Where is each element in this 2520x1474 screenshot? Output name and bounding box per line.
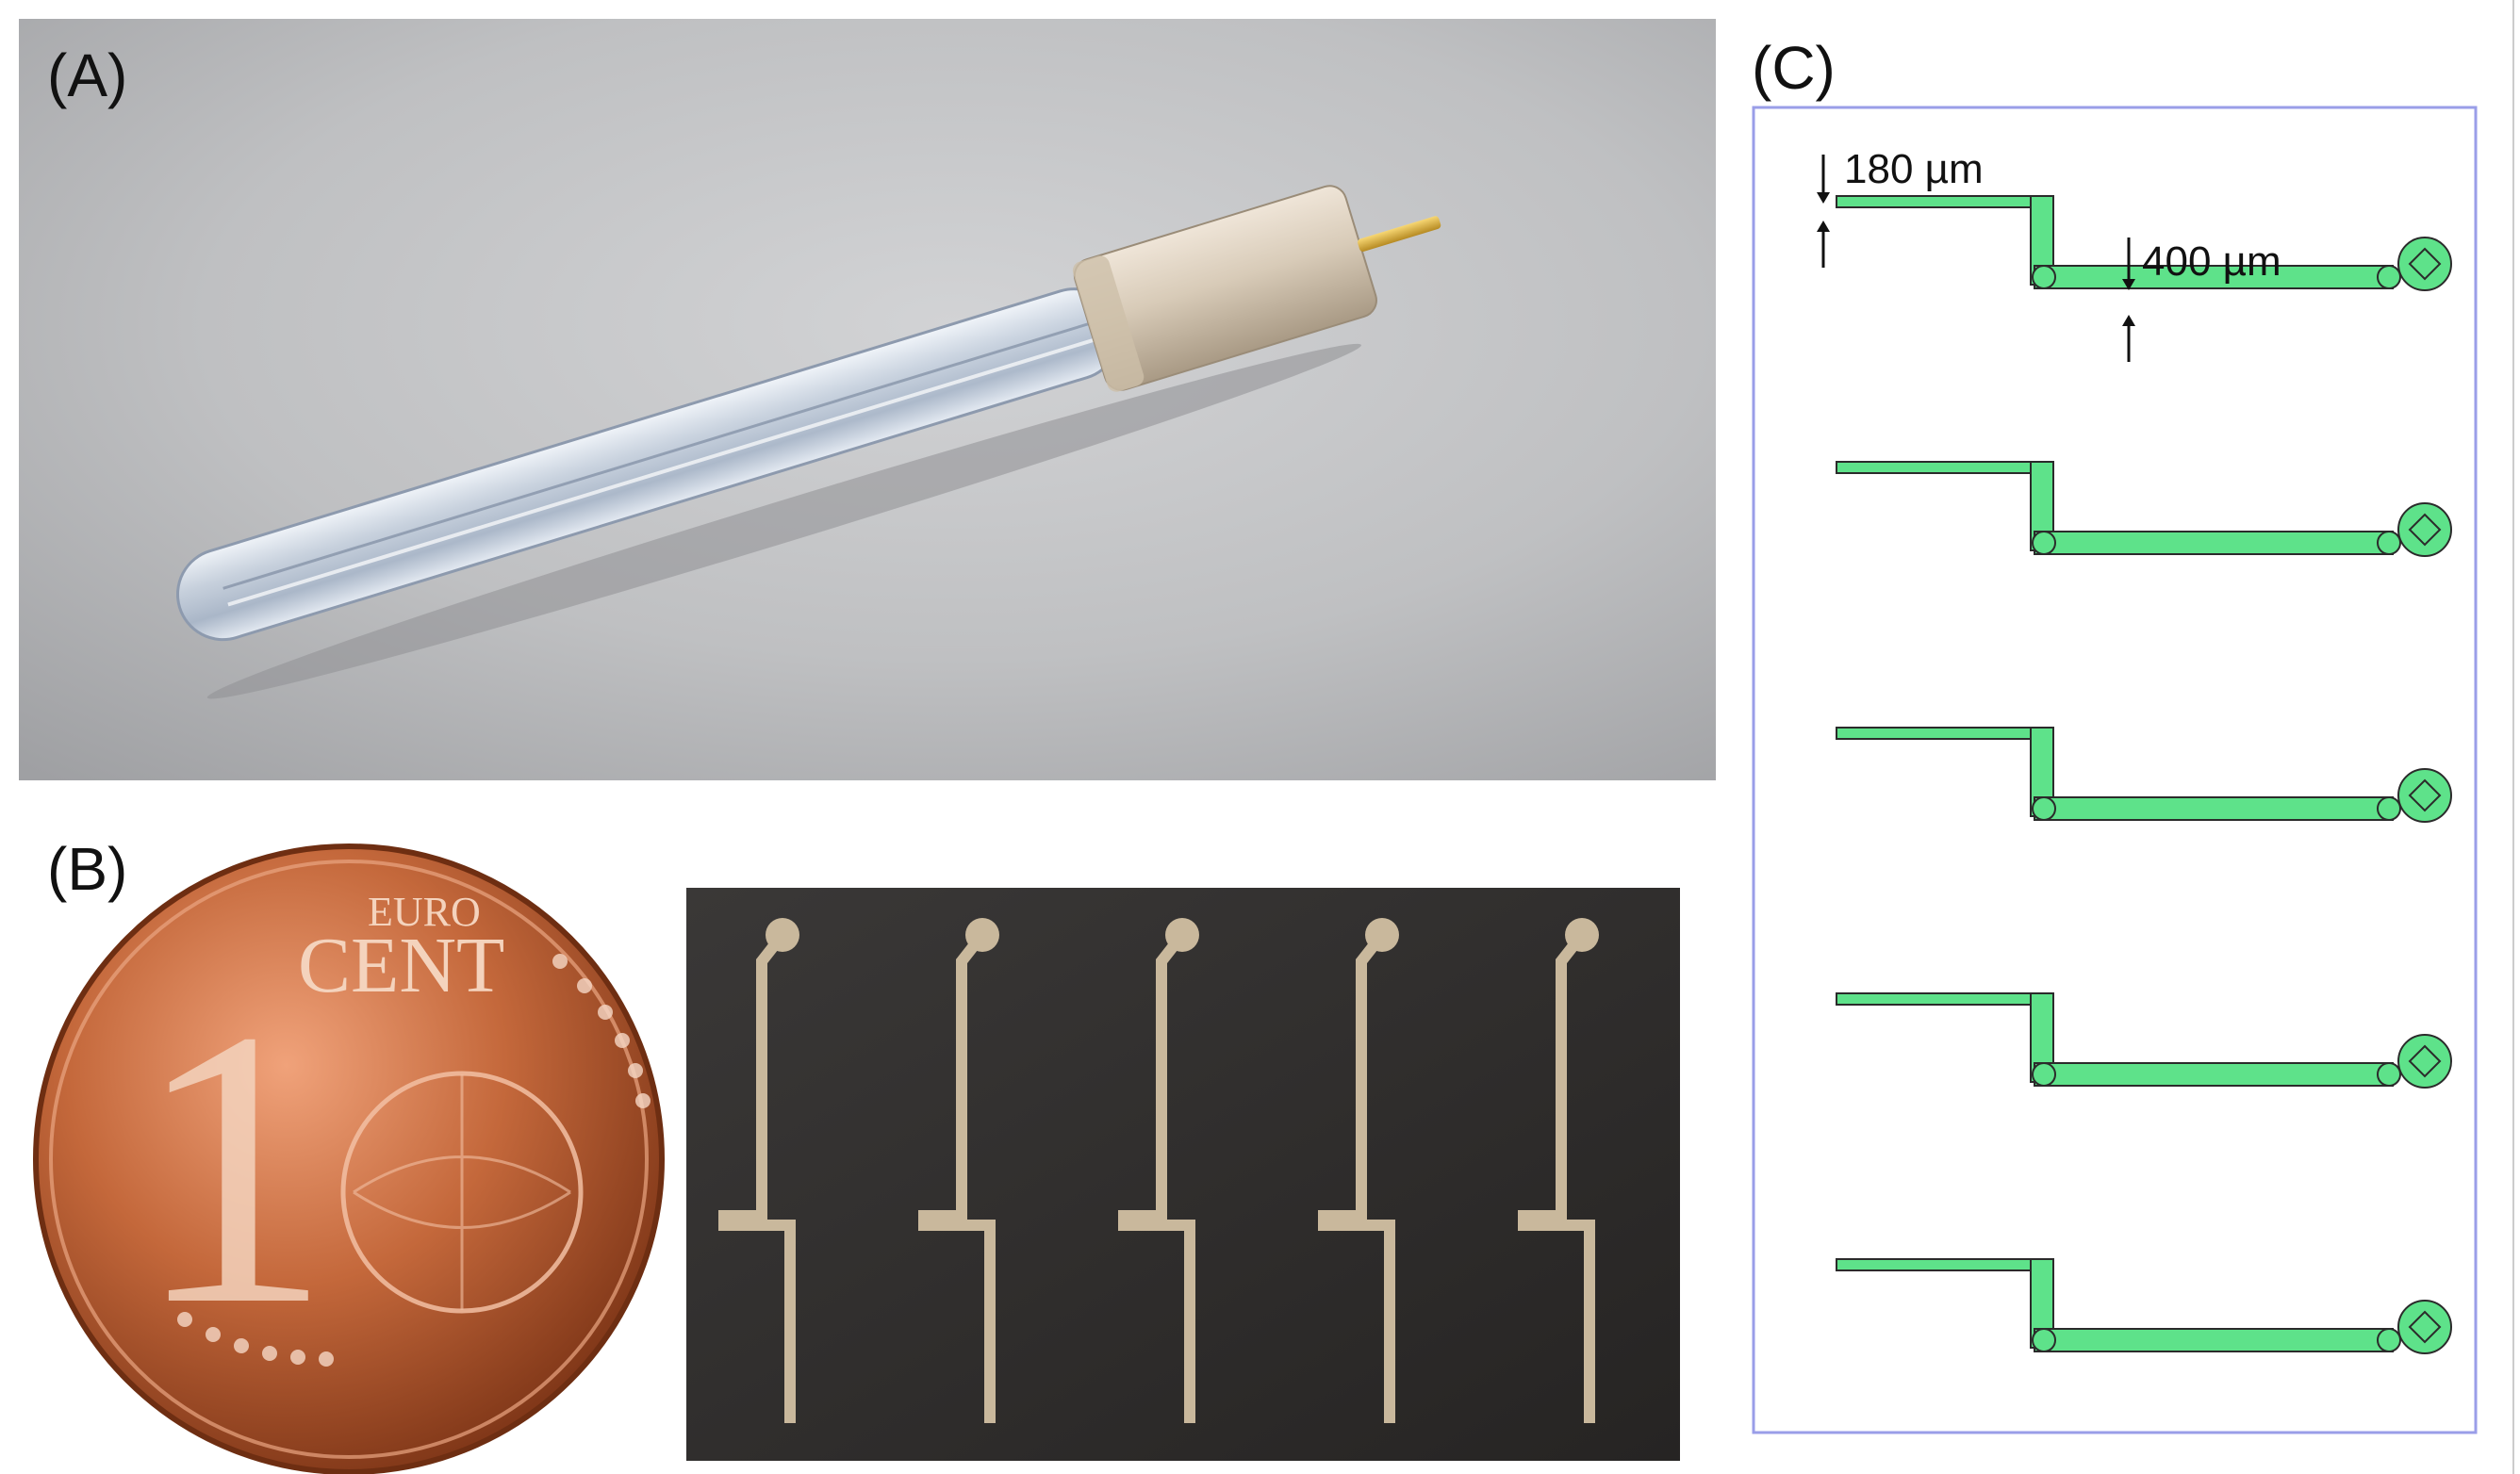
schematic-contact-pad — [2397, 502, 2452, 557]
coin-stars — [177, 954, 651, 1367]
glass-inner-line — [222, 317, 1108, 590]
sensor-chip — [686, 888, 1680, 1461]
chip-electrode-trace — [718, 918, 799, 1423]
chip-contact-pad — [1365, 918, 1399, 952]
dim-180-label: 180 µm — [1844, 146, 1984, 192]
schematic-end-joint — [2377, 1062, 2401, 1087]
schematic-pad-marker — [2408, 1044, 2442, 1078]
schematic-electrode — [1836, 461, 2452, 557]
schematic-end-joint — [2377, 1328, 2401, 1352]
electrode-schematic: 180 µm 400 µm — [1752, 106, 2478, 1434]
schematic-electrode — [1836, 1258, 2452, 1354]
schematic-elbow — [2032, 1062, 2056, 1087]
chip-trace-line — [1118, 931, 1195, 1423]
schematic-svg: 180 µm 400 µm — [1752, 106, 2478, 1434]
schematic-end-joint — [2377, 531, 2401, 555]
schematic-pad-marker — [2408, 247, 2442, 281]
chip-electrode-trace — [1318, 918, 1399, 1423]
schematic-pad-marker — [2408, 1310, 2442, 1344]
dim-180-top-arrowhead — [1817, 192, 1830, 204]
dim-400-top-arrowhead — [2122, 279, 2135, 290]
schematic-frame — [1752, 106, 2478, 1434]
dim-400-label: 400 µm — [2142, 238, 2281, 285]
electrode — [175, 185, 1441, 642]
dimension-400: 400 µm — [2122, 237, 2281, 362]
schematic-end-joint — [2377, 265, 2401, 289]
schematic-elbow — [2032, 796, 2056, 821]
schematic-horizontal-segment — [2034, 796, 2394, 821]
panel-label-c: (C) — [1752, 34, 1836, 102]
schematic-end-joint — [2377, 796, 2401, 821]
panel-label-b: (B) — [47, 835, 128, 903]
electrode-shadow — [206, 343, 1361, 699]
coin-rim — [49, 860, 649, 1459]
figure-edge-line — [2512, 0, 2514, 1474]
schematic-feed-line — [1836, 727, 2045, 740]
coin-globe-lines — [353, 1074, 571, 1310]
chip-trace-line — [718, 931, 796, 1423]
schematic-electrode — [1836, 195, 2452, 291]
chip-photo: EURO CENT 1 — [19, 820, 1716, 1474]
chip-electrode-trace — [1118, 918, 1199, 1423]
gold-contact-pin — [1358, 216, 1441, 252]
schematic-contact-pad — [2397, 768, 2452, 823]
schematic-horizontal-segment — [2034, 1328, 2394, 1352]
coin-globe — [340, 1071, 584, 1314]
schematic-contact-pad — [2397, 1300, 2452, 1354]
electrode-photo-svg — [19, 19, 1716, 780]
chip-electrode-trace — [1518, 918, 1599, 1423]
schematic-elbow — [2032, 531, 2056, 555]
panel-label-a: (A) — [47, 41, 128, 109]
chip-contact-pad — [965, 918, 999, 952]
cap-rim — [1072, 255, 1145, 392]
euro-cent-coin: EURO CENT 1 — [33, 843, 665, 1474]
electrode-photo — [19, 19, 1716, 780]
schematic-contact-pad — [2397, 237, 2452, 291]
coin-denomination: 1 — [134, 948, 332, 1386]
chip-electrode-trace — [918, 918, 999, 1423]
schematic-electrode — [1836, 992, 2452, 1089]
dim-400-bottom-arrowhead — [2122, 315, 2135, 326]
schematic-feed-line — [1836, 195, 2045, 208]
dim-180-bottom-arrowhead — [1817, 221, 1830, 232]
schematic-feed-line — [1836, 992, 2045, 1006]
schematic-horizontal-segment — [2034, 265, 2394, 289]
chip-substrate — [686, 888, 1680, 1461]
schematic-feed-line — [1836, 461, 2045, 474]
schematic-pad-marker — [2408, 778, 2442, 812]
chip-trace-line — [918, 931, 996, 1423]
chip-contact-pad — [1565, 918, 1599, 952]
chip-trace-line — [1518, 931, 1595, 1423]
dimension-180: 180 µm — [1817, 146, 1984, 268]
coin-euro-text: EURO — [368, 889, 481, 935]
schematic-elbow — [2032, 1328, 2056, 1352]
schematic-elbow — [2032, 265, 2056, 289]
chip-contact-pad — [766, 918, 799, 952]
schematic-electrode — [1836, 727, 2452, 823]
schematic-horizontal-segment — [2034, 531, 2394, 555]
chip-trace-line — [1318, 931, 1395, 1423]
schematic-feed-line — [1836, 1258, 2045, 1271]
coin-cent-text: CENT — [298, 922, 504, 1009]
schematic-contact-pad — [2397, 1034, 2452, 1089]
chip-photo-svg: EURO CENT 1 — [19, 820, 1716, 1474]
schematic-pad-marker — [2408, 513, 2442, 547]
schematic-horizontal-segment — [2034, 1062, 2394, 1087]
glass-highlight — [227, 333, 1112, 607]
chip-contact-pad — [1165, 918, 1199, 952]
